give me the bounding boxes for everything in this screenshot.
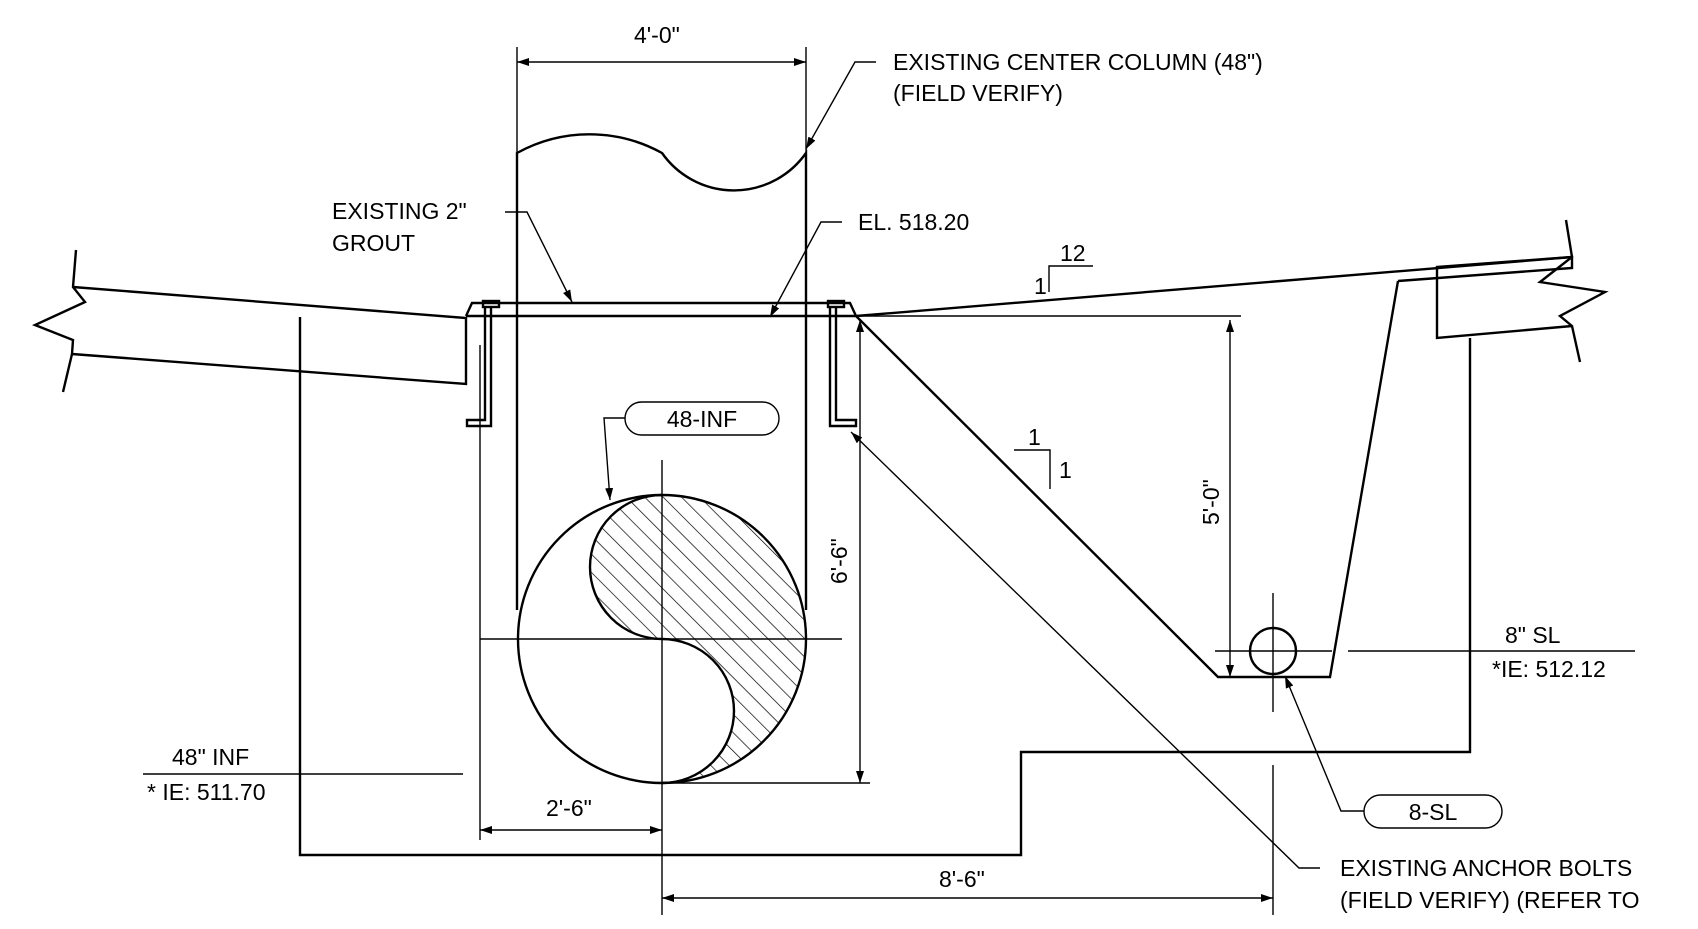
- sl-pipe: [1215, 593, 1332, 712]
- tag-sl-pipe: 8-SL: [1284, 675, 1503, 829]
- roof-slope-run: 12: [1060, 240, 1086, 266]
- callout-center-column: EXISTING CENTER COLUMN (48") (FIELD VERI…: [805, 49, 1263, 150]
- anchor-bolt-left: [465, 299, 501, 428]
- inf-pipe-label: 48" INF: [172, 744, 249, 770]
- dim-pipe-offset-text: 2'-6": [546, 795, 592, 821]
- tag-inf-pipe: 48-INF: [603, 401, 780, 501]
- dim-depth-left: 6'-6": [479, 320, 870, 840]
- slope-symbol-wall: 1 1: [1014, 424, 1072, 489]
- center-column-line1: EXISTING CENTER COLUMN (48"): [893, 49, 1263, 75]
- dim-pipe-offset: 2'-6": [480, 795, 662, 834]
- dim-overall-width-text: 8'-6": [939, 866, 985, 892]
- dim-overall-width: 8'-6": [662, 765, 1274, 915]
- left-slab: [31, 249, 468, 393]
- sl-pipe-ie: *IE: 512.12: [1492, 656, 1606, 682]
- anchor-bolt-right: [826, 299, 858, 428]
- roof-slope: [855, 255, 1574, 318]
- inf-pipe-ie: * IE: 511.70: [147, 779, 266, 805]
- wall-slope-rise: 1: [1059, 457, 1072, 483]
- right-slab: [1435, 219, 1609, 363]
- center-column: [515, 133, 808, 610]
- invert-label-inf: 48" INF * IE: 511.70: [143, 744, 463, 805]
- anchor-line1: EXISTING ANCHOR BOLTS: [1340, 855, 1632, 881]
- grout-pad: [464, 301, 858, 317]
- sl-tag-text: 8-SL: [1409, 799, 1458, 825]
- dim-column-width-text: 4'-0": [634, 22, 680, 48]
- callout-anchor-bolts: EXISTING ANCHOR BOLTS (FIELD VERIFY) (RE…: [850, 431, 1639, 913]
- slope-symbol-roof: 1 12: [1034, 240, 1093, 299]
- invert-label-sl: 8" SL *IE: 512.12: [1348, 622, 1635, 682]
- callout-grout: EXISTING 2" GROUT: [332, 198, 573, 303]
- wall-slope-run: 1: [1028, 424, 1041, 450]
- grout-line1: EXISTING 2": [332, 198, 467, 224]
- structure-outline: [298, 317, 1472, 857]
- roof-slope-rise: 1: [1034, 273, 1047, 299]
- center-column-line2: (FIELD VERIFY): [893, 80, 1063, 106]
- elevation-label: EL. 518.20: [858, 209, 969, 235]
- dim-column-width: 4'-0": [516, 22, 807, 300]
- dim-depth-right: 5'-0": [856, 315, 1241, 677]
- grout-line2: GROUT: [332, 230, 415, 256]
- anchor-line2: (FIELD VERIFY) (REFER TO: [1340, 887, 1639, 913]
- dim-depth-left-text: 6'-6": [826, 538, 852, 584]
- sloped-wall: [855, 280, 1400, 679]
- inf-tag-text: 48-INF: [667, 406, 737, 432]
- sl-pipe-label: 8" SL: [1505, 622, 1561, 648]
- inf-pipe: [480, 460, 842, 915]
- callout-elevation: EL. 518.20: [769, 209, 969, 318]
- dim-depth-right-text: 5'-0": [1198, 479, 1224, 525]
